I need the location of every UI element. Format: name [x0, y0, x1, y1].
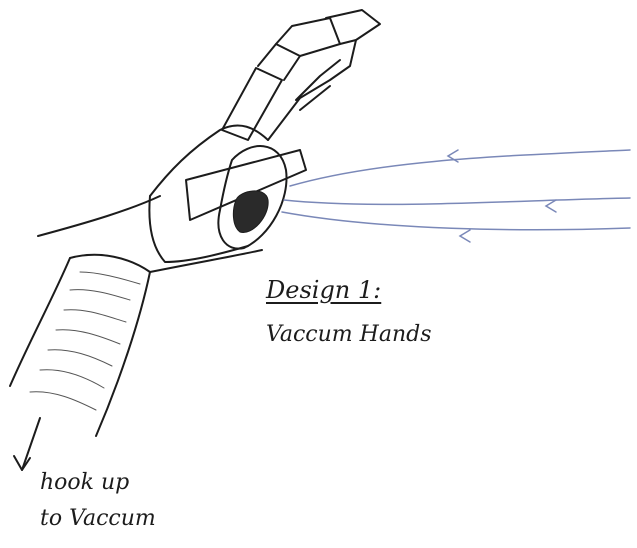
annotation-line-1: hook up [40, 470, 129, 495]
hose-arrow [22, 418, 40, 470]
annotation-line-2: to Vaccum [40, 506, 156, 531]
suction-cup-inner [233, 191, 268, 233]
arm-outline [38, 196, 160, 236]
vacuum-hose-left [10, 258, 70, 386]
finger-lower-1 [268, 40, 356, 140]
suction-line-2 [284, 198, 630, 204]
finger-segment-2 [258, 44, 300, 80]
palm-base [149, 196, 248, 262]
finger-lower-2 [296, 60, 340, 100]
suction-arrow-2 [546, 200, 556, 212]
diagram-subtitle: Vaccum Hands [266, 322, 432, 347]
suction-arrow-3 [460, 230, 470, 242]
finger-segment-3 [276, 18, 340, 56]
vacuum-hose-right [96, 272, 150, 436]
suction-line-3 [282, 212, 630, 230]
vacuum-hose-top [70, 255, 150, 272]
diagram-title: Design 1: [266, 276, 381, 304]
suction-line-1 [290, 150, 630, 186]
